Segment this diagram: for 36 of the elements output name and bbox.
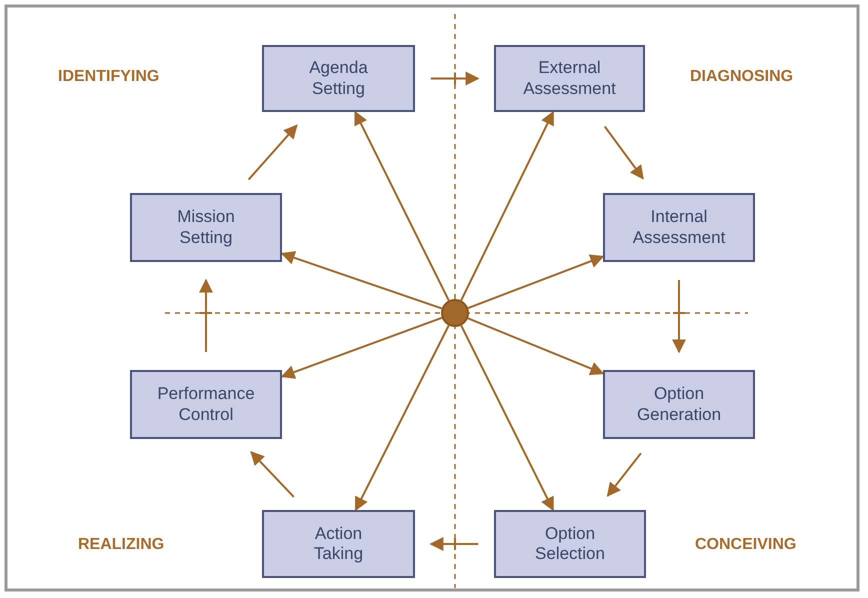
arrow — [248, 124, 298, 180]
arrow — [199, 278, 213, 353]
arrow — [604, 126, 644, 180]
quadrant-label: REALIZING — [78, 536, 164, 554]
process-box — [262, 510, 415, 578]
arrow — [468, 254, 604, 309]
arrow — [429, 537, 480, 551]
arrow — [460, 110, 554, 301]
arrow — [468, 317, 604, 376]
box-label: External Assessment — [522, 58, 617, 99]
arrow — [280, 251, 442, 310]
process-box — [494, 510, 646, 578]
box-label: Option Selection — [534, 524, 606, 564]
arrow — [354, 110, 450, 301]
arrow — [460, 325, 554, 512]
box-label: Option Generation — [636, 384, 722, 425]
process-box — [603, 193, 755, 262]
arrow — [606, 452, 642, 497]
arrow — [430, 72, 480, 86]
process-box — [130, 370, 282, 439]
quadrant-label: IDENTIFYING — [58, 68, 160, 86]
quadrant-label: CONCEIVING — [695, 536, 796, 554]
process-box — [262, 45, 415, 112]
process-box — [130, 193, 282, 262]
arrow — [250, 451, 295, 498]
box-label: Performance Control — [156, 384, 256, 425]
quadrant-label: DIAGNOSING — [690, 68, 794, 86]
box-label: Action Taking — [312, 524, 364, 564]
arrow — [354, 325, 450, 512]
box-label: Internal Assessment — [632, 207, 726, 248]
box-label: Mission Setting — [176, 207, 236, 248]
arrow — [672, 279, 686, 354]
box-label: Agenda Setting — [308, 58, 369, 99]
arrow — [280, 316, 442, 379]
process-box — [603, 370, 755, 439]
process-box — [494, 45, 645, 112]
